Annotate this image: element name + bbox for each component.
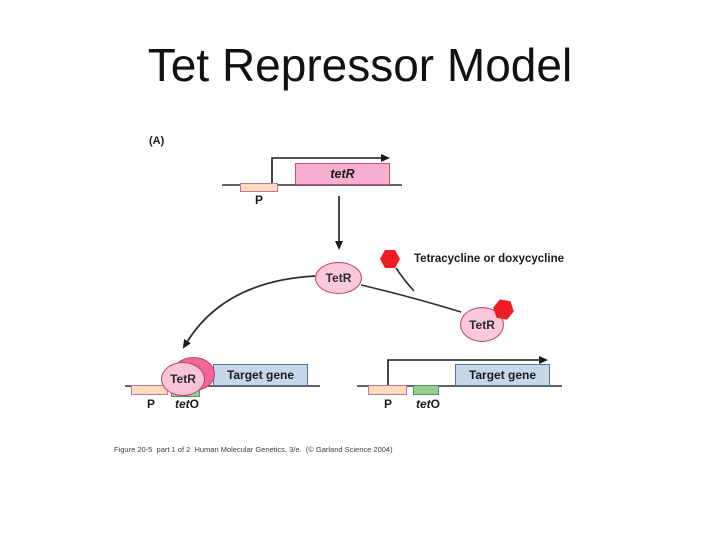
target-gene-label-left: Target gene (226, 368, 295, 382)
operator-label-left: tetO (169, 397, 205, 411)
tetr-gene-box: tetR (295, 163, 390, 185)
target-gene-box-left: Target gene (213, 364, 308, 386)
tetr-gene-label: tetR (330, 167, 355, 181)
free-tetr-oval: TetR (315, 262, 362, 294)
panel-label: (A) (149, 135, 165, 147)
target-gene-label-right: Target gene (468, 368, 537, 382)
slide-title: Tet Repressor Model (147, 39, 573, 91)
operator-label-left-prefix: tet (174, 397, 190, 411)
transcription-arrow-tetr (271, 154, 390, 184)
promoter-label-top: P (254, 193, 263, 207)
transcription-arrow-target (387, 356, 548, 386)
promoter-box-top (240, 183, 278, 192)
promoter-label-right: P (383, 397, 392, 411)
promoter-box-right (368, 385, 407, 395)
bound-tetr-label: TetR (469, 317, 495, 332)
ligand-branch-line (395, 267, 415, 292)
operator-label-right-prefix: tet (415, 397, 431, 411)
operator-label-right-suffix: O (430, 397, 440, 411)
binding-arrow-left (182, 275, 316, 349)
complex-line-right (360, 284, 462, 313)
dimer-tetr-label: TetR (170, 372, 196, 386)
bound-tetr-oval: TetR (460, 307, 504, 342)
operator-label-right: tetO (410, 397, 446, 411)
target-gene-box-right: Target gene (455, 364, 550, 386)
figure-caption: Figure 20-5 part 1 of 2 Human Molecular … (114, 445, 393, 454)
ligand-label: Tetracycline or doxycycline (414, 253, 564, 265)
operator-box-right (413, 385, 439, 395)
operator-label-left-suffix: O (189, 397, 199, 411)
tetr-dimer-front-oval: TetR (161, 362, 205, 396)
promoter-label-left: P (146, 397, 155, 411)
tetracycline-hexagon-icon (380, 250, 400, 268)
free-tetr-label: TetR (325, 271, 352, 285)
